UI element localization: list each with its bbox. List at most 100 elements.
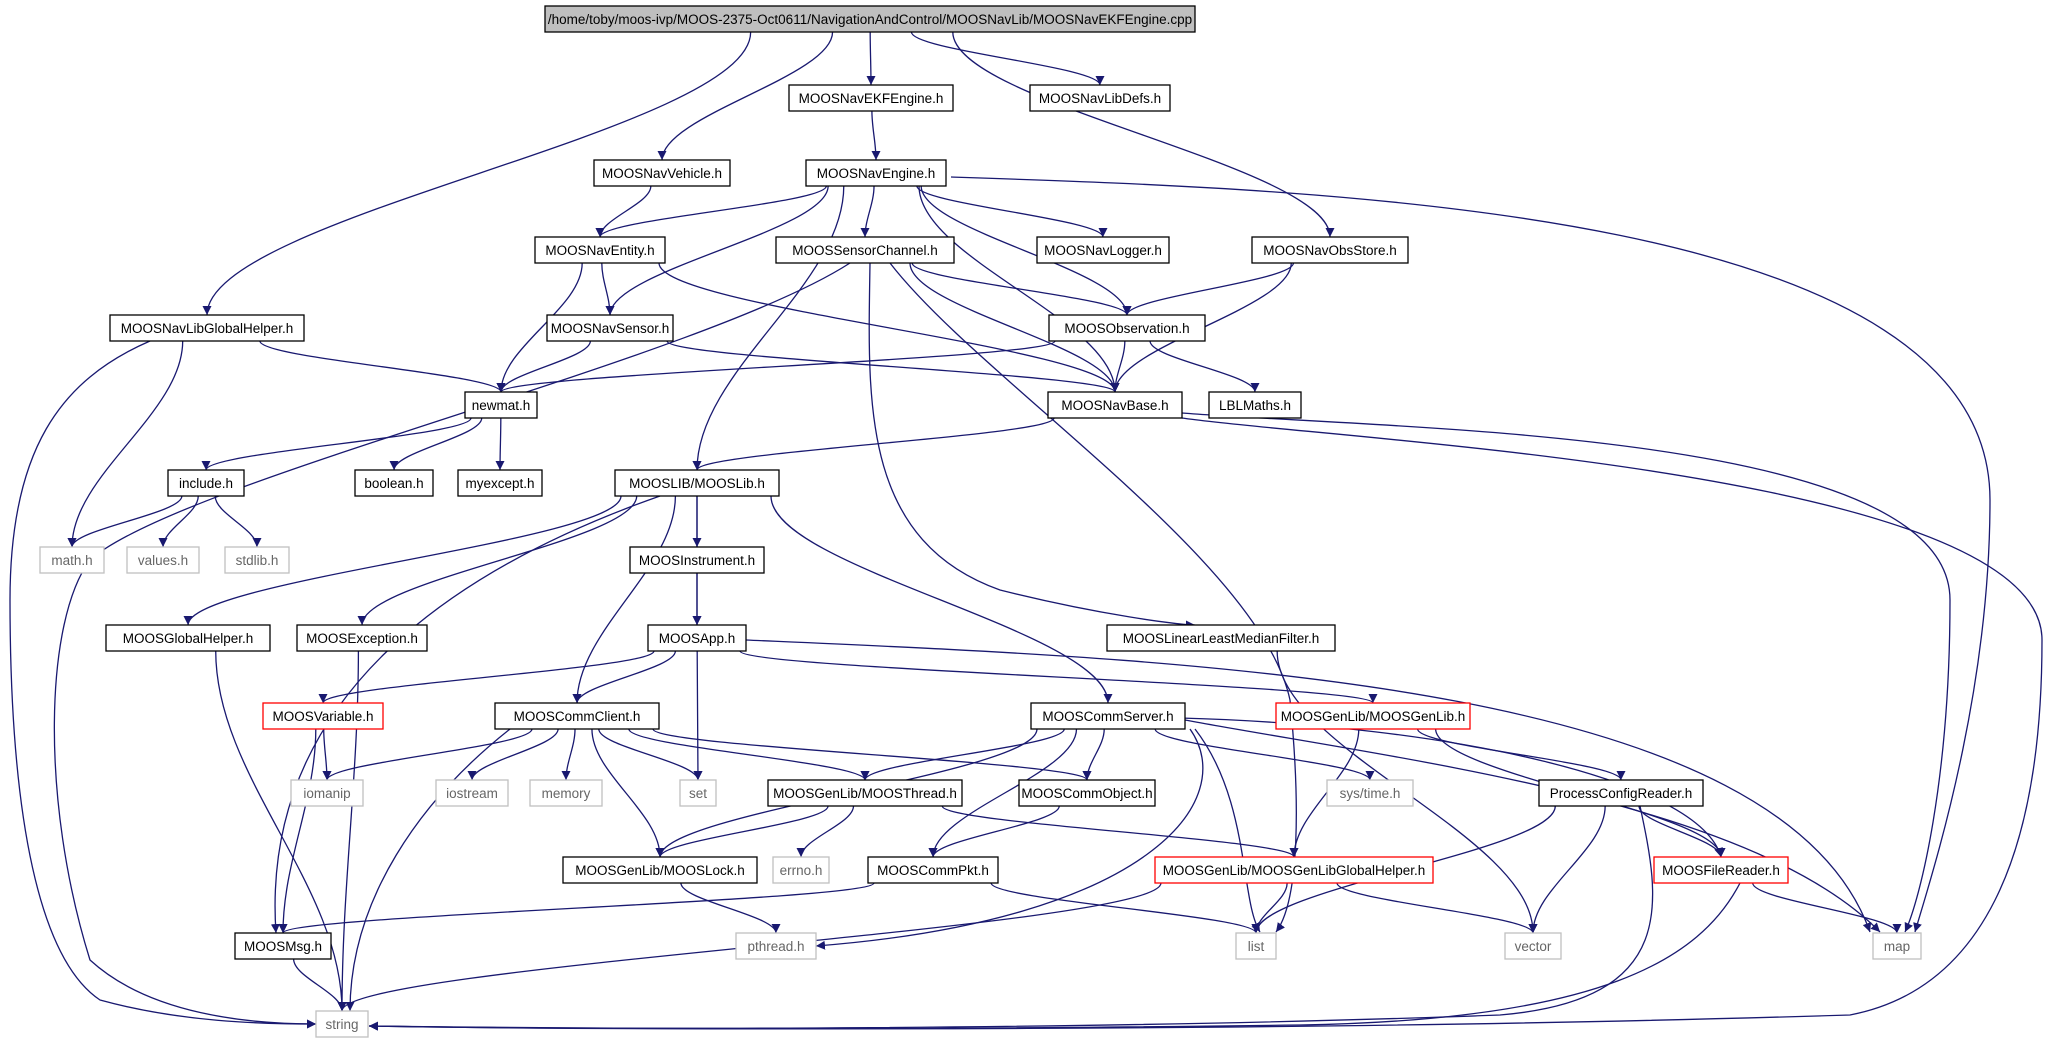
node-box[interactable] [435,779,509,807]
node-obsstore[interactable]: MOOSNavObsStore.h [1251,236,1409,264]
node-commserver[interactable]: MOOSCommServer.h [1030,702,1186,730]
node-box[interactable] [1208,391,1302,419]
node-box[interactable] [1251,236,1409,264]
node-box[interactable] [167,469,245,497]
node-box[interactable] [1018,779,1156,807]
node-engine[interactable]: MOOSNavEngine.h [805,159,947,187]
node-box[interactable] [1036,236,1170,264]
node-box[interactable] [679,779,717,807]
node-box[interactable] [1235,932,1277,960]
node-exception[interactable]: MOOSException.h [296,624,428,652]
node-box[interactable] [1538,779,1704,807]
node-iomanip[interactable]: iomanip [290,779,364,807]
node-box[interactable] [1048,314,1206,342]
node-box[interactable] [1029,84,1171,112]
node-globhelp[interactable]: MOOSNavLibGlobalHelper.h [109,314,305,342]
node-string[interactable]: string [315,1010,369,1038]
node-box[interactable] [1653,856,1789,884]
node-box[interactable] [546,314,674,342]
node-ekf[interactable]: MOOSNavEKFEngine.h [788,84,954,112]
node-entity[interactable]: MOOSNavEntity.h [534,236,666,264]
node-box[interactable] [544,5,1196,33]
node-genlib[interactable]: MOOSGenLib/MOOSGenLib.h [1275,702,1471,730]
node-box[interactable] [772,856,830,884]
node-lblmaths[interactable]: LBLMaths.h [1208,391,1302,419]
node-box[interactable] [593,159,731,187]
node-vehicle[interactable]: MOOSNavVehicle.h [593,159,731,187]
node-instrument[interactable]: MOOSInstrument.h [629,546,765,574]
node-boolean[interactable]: boolean.h [354,469,434,497]
node-msg[interactable]: MOOSMsg.h [234,932,332,960]
node-box[interactable] [1326,779,1414,807]
node-box[interactable] [290,779,364,807]
node-mglobhelp[interactable]: MOOSGlobalHelper.h [105,624,271,652]
node-values[interactable]: values.h [126,546,200,574]
node-variable[interactable]: MOOSVariable.h [262,702,384,730]
node-pthread[interactable]: pthread.h [735,932,817,960]
node-navbase[interactable]: MOOSNavBase.h [1047,391,1183,419]
node-logger[interactable]: MOOSNavLogger.h [1036,236,1170,264]
node-filereader[interactable]: MOOSFileReader.h [1653,856,1789,884]
node-senschan[interactable]: MOOSSensorChannel.h [775,236,955,264]
node-box[interactable] [1047,391,1183,419]
node-systime[interactable]: sys/time.h [1326,779,1414,807]
node-box[interactable] [1030,702,1186,730]
node-root[interactable]: /home/toby/moos-ivp/MOOS-2375-Oct0611/Na… [544,5,1196,33]
node-box[interactable] [234,932,332,960]
node-box[interactable] [296,624,428,652]
node-newmat[interactable]: newmat.h [464,391,538,419]
node-commclient[interactable]: MOOSCommClient.h [494,702,660,730]
node-map[interactable]: map [1872,932,1922,960]
node-thread[interactable]: MOOSGenLib/MOOSThread.h [767,779,963,807]
node-lmedian[interactable]: MOOSLinearLeastMedianFilter.h [1106,624,1336,652]
node-math[interactable]: math.h [39,546,105,574]
node-box[interactable] [262,702,384,730]
node-vector[interactable]: vector [1504,932,1562,960]
node-myexcept[interactable]: myexcept.h [457,469,543,497]
node-box[interactable] [224,546,290,574]
node-box[interactable] [629,546,765,574]
node-stdlib[interactable]: stdlib.h [224,546,290,574]
node-box[interactable] [529,779,603,807]
node-box[interactable] [1504,932,1562,960]
node-box[interactable] [1154,856,1434,884]
node-box[interactable] [805,159,947,187]
node-box[interactable] [126,546,200,574]
node-lock[interactable]: MOOSGenLib/MOOSLock.h [562,856,758,884]
node-iostream[interactable]: iostream [435,779,509,807]
node-box[interactable] [1872,932,1922,960]
node-box[interactable] [1275,702,1471,730]
node-box[interactable] [39,546,105,574]
node-box[interactable] [767,779,963,807]
node-commpkt[interactable]: MOOSCommPkt.h [867,856,999,884]
node-box[interactable] [534,236,666,264]
node-box[interactable] [464,391,538,419]
node-box[interactable] [109,314,305,342]
node-errno[interactable]: errno.h [772,856,830,884]
node-genglob[interactable]: MOOSGenLib/MOOSGenLibGlobalHelper.h [1154,856,1434,884]
node-commobject[interactable]: MOOSCommObject.h [1018,779,1156,807]
node-mooslib[interactable]: MOOSLIB/MOOSLib.h [614,469,780,497]
node-box[interactable] [1106,624,1336,652]
node-list[interactable]: list [1235,932,1277,960]
node-box[interactable] [614,469,780,497]
node-libdefs[interactable]: MOOSNavLibDefs.h [1029,84,1171,112]
node-box[interactable] [647,624,747,652]
node-memory[interactable]: memory [529,779,603,807]
node-box[interactable] [867,856,999,884]
node-box[interactable] [775,236,955,264]
node-set[interactable]: set [679,779,717,807]
node-box[interactable] [354,469,434,497]
node-app[interactable]: MOOSApp.h [647,624,747,652]
node-observation[interactable]: MOOSObservation.h [1048,314,1206,342]
node-box[interactable] [788,84,954,112]
node-box[interactable] [315,1010,369,1038]
node-sensor[interactable]: MOOSNavSensor.h [546,314,674,342]
node-box[interactable] [562,856,758,884]
node-include[interactable]: include.h [167,469,245,497]
node-box[interactable] [105,624,271,652]
node-box[interactable] [494,702,660,730]
node-pcr[interactable]: ProcessConfigReader.h [1538,779,1704,807]
node-box[interactable] [735,932,817,960]
node-box[interactable] [457,469,543,497]
